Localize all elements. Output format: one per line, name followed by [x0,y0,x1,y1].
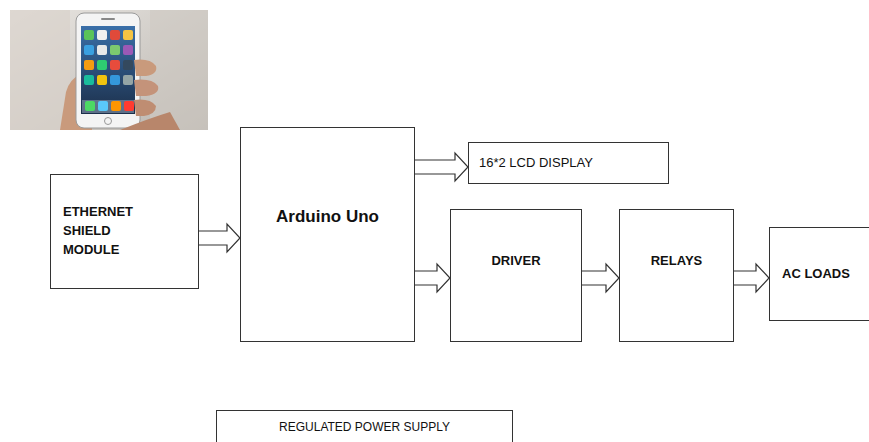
box-label: RELAYS [651,252,703,271]
load-box: AC LOADS [769,227,869,321]
box-label: 16*2 LCD DISPLAY [479,154,593,173]
controller-box: Arduino Uno [240,127,415,342]
relay-box: RELAYS [619,209,734,342]
driver-box: DRIVER [450,209,582,342]
display-box: 16*2 LCD DISPLAY [468,142,669,184]
power-supply-box: REGULATED POWER SUPPLY [216,410,513,442]
block-arrow [415,153,468,181]
box-label: DRIVER [491,252,540,271]
box-label: REGULATED POWER SUPPLY [279,419,450,436]
block-arrow [582,264,619,292]
block-arrow [734,264,769,292]
block-arrow [415,264,450,292]
block-arrow [199,224,240,252]
box-label: ETHERNET SHIELD MODULE [63,203,153,260]
box-label: AC LOADS [782,265,850,284]
box-label: Arduino Uno [276,205,379,230]
module-box: ETHERNET SHIELD MODULE [50,174,199,289]
